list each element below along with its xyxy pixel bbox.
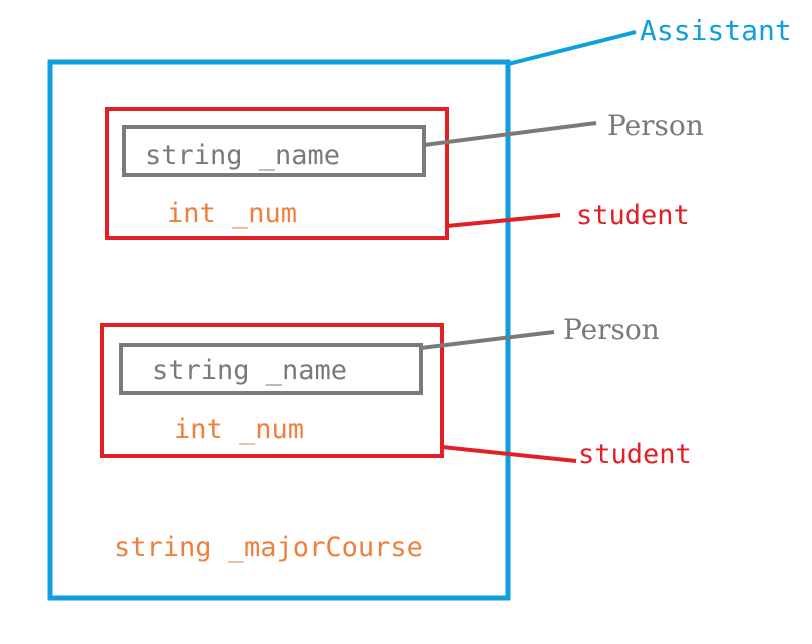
assistant-box — [47, 59, 511, 601]
person-box-2 — [119, 343, 423, 395]
student-box-2 — [100, 323, 444, 458]
person-box-1 — [122, 125, 426, 177]
student-leader-line-2 — [441, 445, 577, 463]
student-box-1 — [105, 107, 449, 240]
student-label-1: student — [576, 200, 690, 231]
assistant-label: Assistant — [640, 14, 792, 47]
person-member-name-1: string _name — [145, 140, 340, 171]
person-leader-line-1 — [423, 121, 597, 147]
student-member-num-2: int _num — [174, 414, 304, 445]
assistant-leader-line — [507, 30, 637, 66]
student-label-2: student — [578, 439, 692, 470]
person-member-name-2: string _name — [152, 355, 347, 386]
student-leader-line-1 — [446, 213, 561, 228]
assistant-member-major-course: string _majorCourse — [114, 532, 423, 563]
student-member-num-1: int _num — [167, 198, 297, 229]
person-leader-line-2 — [420, 330, 555, 350]
person-label-2: Person — [563, 313, 660, 346]
person-label-1: Person — [607, 109, 704, 142]
